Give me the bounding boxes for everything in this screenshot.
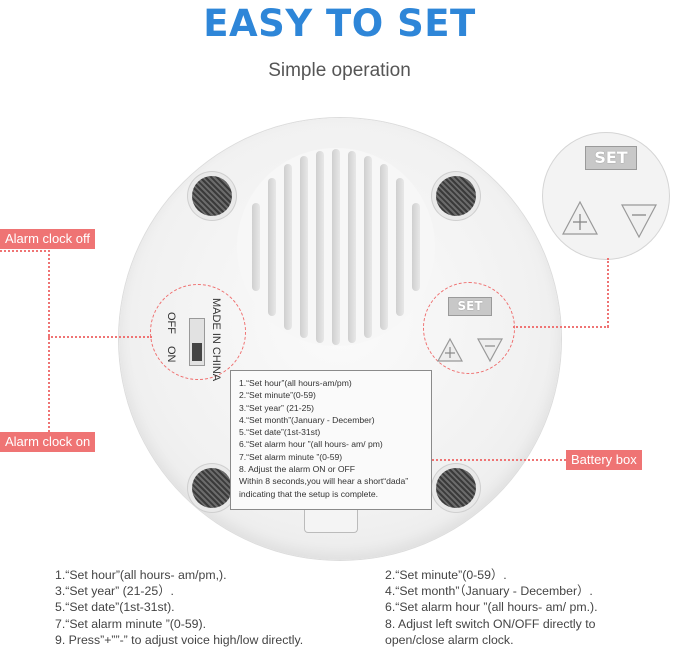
instructions-right-column: 2.“Set minute”(0-59）. 4.“Set month”（Janu… [385, 568, 598, 647]
connector-zoom-vertical [607, 258, 609, 327]
switch-off-label: OFF [165, 312, 177, 334]
callout-alarm-off: Alarm clock off [0, 229, 96, 249]
rubber-foot-bottom-right [436, 468, 476, 508]
instruction-sticker: 1.“Set hour”(all hours-am/pm) 2.“Set min… [230, 370, 432, 510]
connector-buttons-to-zoom [513, 326, 609, 328]
callout-alarm-on: Alarm clock on [0, 432, 96, 452]
rubber-foot-top-right [436, 176, 476, 216]
minus-triangle-icon[interactable] [620, 203, 658, 239]
speaker-grille [237, 148, 435, 346]
callout-battery-box: Battery box [566, 450, 642, 470]
set-button[interactable]: SET [448, 297, 492, 316]
connector-alarm-vertical [48, 250, 50, 432]
plus-triangle-icon[interactable] [436, 337, 464, 363]
buttons-highlight-circle [423, 282, 515, 374]
plus-triangle-icon[interactable] [561, 200, 599, 236]
set-button-zoomed[interactable]: SET [585, 146, 637, 170]
minus-triangle-icon[interactable] [476, 337, 504, 363]
instructions-left-column: 1.“Set hour”(all hours- am/pm,). 3.“Set … [55, 568, 304, 647]
rubber-foot-top-left [192, 176, 232, 216]
alarm-slide-switch[interactable] [189, 318, 205, 366]
page-title: EASY TO SET [203, 2, 476, 45]
page-subtitle: Simple operation [268, 60, 411, 81]
connector-battery [432, 459, 566, 461]
rubber-foot-bottom-left [192, 468, 232, 508]
connector-alarm-off [0, 250, 50, 252]
switch-on-label: ON [165, 346, 177, 363]
connector-to-switch [48, 336, 152, 338]
switch-highlight-circle [150, 284, 246, 380]
battery-cover-tab[interactable] [304, 510, 358, 533]
made-in-china-label: MADE IN CHINA [210, 298, 222, 382]
